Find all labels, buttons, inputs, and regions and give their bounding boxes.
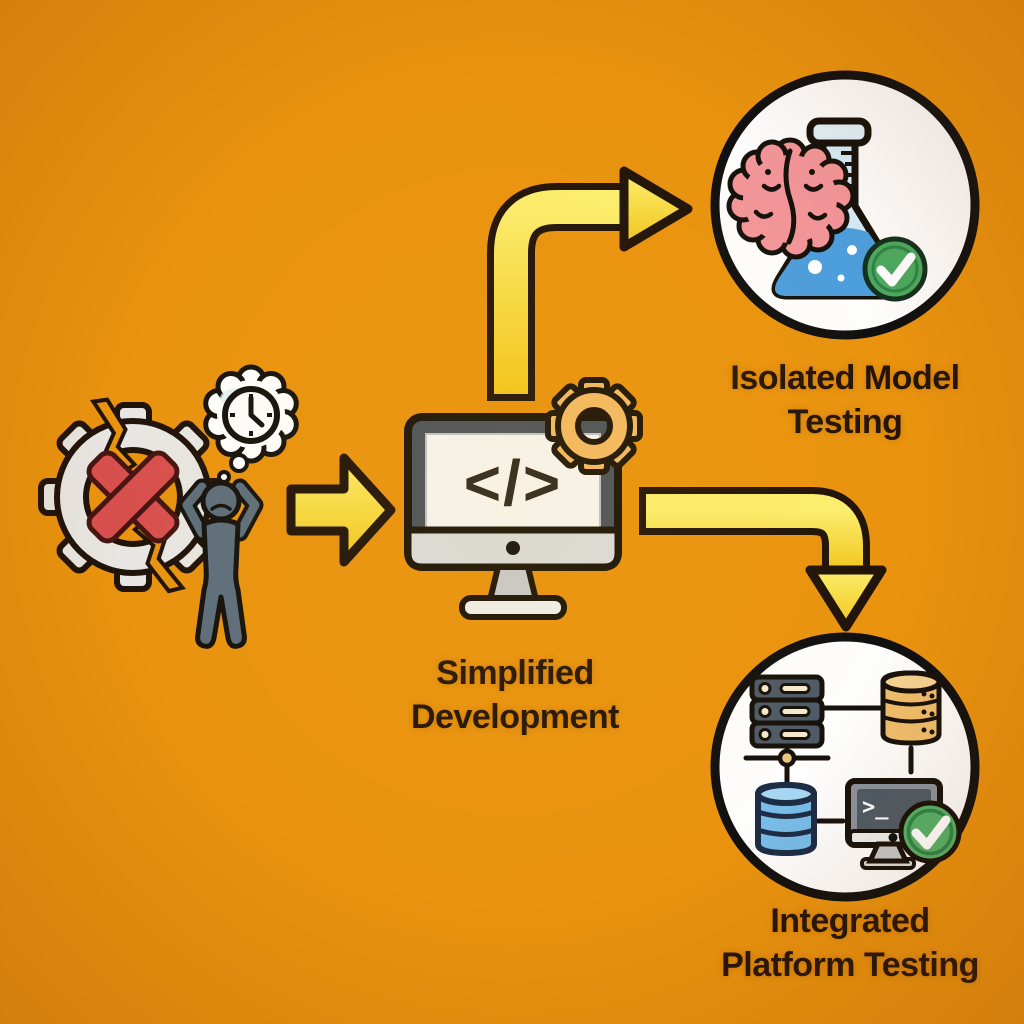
arrow-problem-to-development — [286, 453, 396, 567]
gear-crack — [131, 518, 186, 594]
gear-crack — [89, 397, 138, 475]
label-isolated-model-testing: Isolated Model Testing — [685, 356, 1005, 444]
development-group: </> — [404, 377, 643, 620]
isolated-testing-group — [710, 70, 980, 340]
label-line: Development — [411, 698, 620, 736]
check-circle-icon — [862, 236, 928, 302]
label-integrated-platform-testing: Integrated Platform Testing — [690, 899, 1010, 987]
database-orange-icon — [880, 670, 942, 746]
label-simplified-development: Simplified Development — [355, 651, 675, 739]
frustrated-person-icon — [178, 478, 264, 649]
error-x-icon — [86, 450, 180, 544]
label-line: Simplified — [436, 654, 594, 692]
label-line: Isolated Model — [730, 359, 960, 397]
integrated-testing-group: >_ — [710, 632, 980, 902]
clock-icon — [222, 386, 280, 444]
arrow-development-to-integrated — [639, 487, 887, 632]
brain-icon — [726, 137, 856, 260]
terminal-prompt: >_ — [862, 795, 889, 820]
frustration-group — [38, 364, 299, 649]
monitor-icon: </> — [404, 413, 622, 620]
label-line: Platform Testing — [721, 946, 979, 984]
check-circle-icon — [898, 800, 962, 864]
thought-bubble-icon — [203, 364, 299, 484]
network-node — [777, 748, 797, 768]
arrow-development-to-isolated — [487, 166, 693, 401]
label-line: Testing — [787, 403, 903, 441]
label-line: Integrated — [770, 902, 930, 940]
code-icon: </> — [464, 447, 563, 519]
database-blue-icon — [755, 781, 817, 857]
server-rack-icon — [749, 674, 825, 749]
gear-icon — [545, 377, 643, 475]
